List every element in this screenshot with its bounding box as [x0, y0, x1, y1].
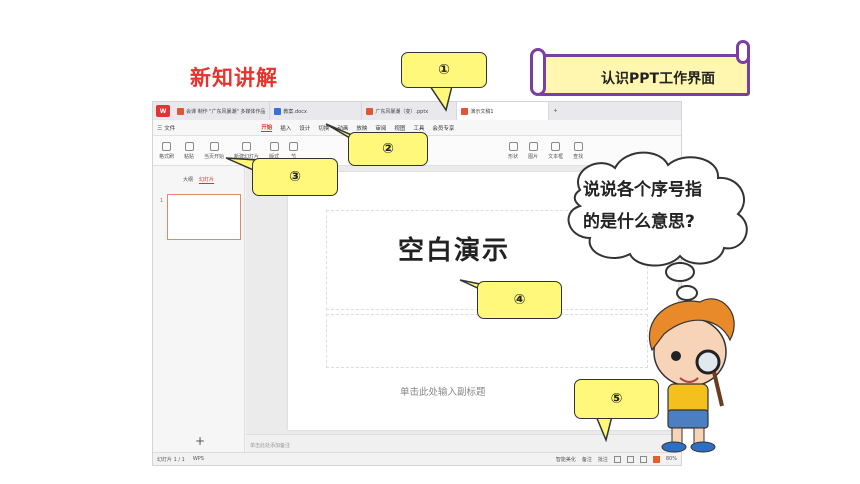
section-button[interactable]: 节 [289, 141, 299, 160]
theme-name: WPS [192, 456, 204, 462]
find-button[interactable]: 查找 [573, 141, 583, 160]
slide-heading: 新知讲解 [190, 66, 278, 90]
picture-icon [528, 141, 538, 151]
callout-4: ④ [477, 281, 562, 319]
menu-tools[interactable]: 工具 [413, 125, 425, 132]
wps-logo-icon[interactable]: W [156, 105, 170, 117]
thought-line-1: 说说各个序号指 [583, 180, 702, 200]
shape-button[interactable]: 形状 [508, 141, 518, 160]
layout-button[interactable]: 版式 [269, 141, 279, 160]
tab-label: 演示文稿1 [470, 108, 494, 115]
slide-title: 空白演示 [398, 236, 511, 266]
tab-outline[interactable]: 大纲 [183, 177, 194, 183]
tab-label: 广东风暴潮（变）.pptx [375, 108, 429, 115]
slide-subtitle: 单击此处输入副标题 [400, 387, 486, 398]
thought-line-2: 的是什么意思? [583, 212, 695, 232]
ppt-file-icon [461, 107, 469, 115]
new-slide-button[interactable]: 新建幻灯片 [234, 141, 259, 160]
start-from-current-button[interactable]: 当页开始 [204, 141, 224, 160]
callout-1: ① [401, 52, 487, 88]
play-icon [209, 141, 219, 151]
tab-doc-1[interactable]: 会课 制作 "广东风暴潮" 多媒体作品 [173, 102, 271, 120]
menu-home[interactable]: 开始 [261, 125, 273, 132]
search-icon [573, 141, 583, 151]
section-icon [289, 141, 299, 151]
picture-button[interactable]: 图片 [528, 141, 538, 160]
banner-body: 认识PPT工作界面 [538, 54, 750, 96]
reading-view-icon[interactable] [639, 455, 647, 463]
subtitle-placeholder[interactable] [326, 314, 648, 368]
callout-2: ② [348, 132, 428, 166]
menu-view[interactable]: 视图 [394, 125, 406, 132]
menu-animations[interactable]: 动画 [337, 125, 349, 132]
layout-icon [269, 141, 279, 151]
format-painter-button[interactable]: 格式刷 [159, 141, 174, 160]
menu-transitions[interactable]: 切换 [318, 125, 330, 132]
callout-3: ③ [252, 158, 338, 196]
callout-5: ⑤ [574, 379, 659, 419]
menu-review[interactable]: 审阅 [375, 125, 387, 132]
scroll-roll-right-icon [736, 40, 750, 64]
zoom-level[interactable]: 80% [665, 456, 677, 462]
menu-file[interactable]: 三 文件 [157, 125, 176, 132]
document-tabbar: W 会课 制作 "广东风暴潮" 多媒体作品 教案.docx 广东风暴潮（变）.p… [153, 102, 681, 120]
menu-slideshow[interactable]: 放映 [356, 125, 368, 132]
new-tab-button[interactable]: + [553, 108, 558, 114]
notes-button[interactable]: 备注 [581, 456, 592, 463]
add-slide-button[interactable]: + [195, 434, 206, 448]
slide-counter: 幻灯片 1 / 1 [157, 456, 185, 463]
ppt-file-icon [366, 107, 374, 115]
new-slide-icon [242, 141, 252, 151]
menu-insert[interactable]: 插入 [280, 125, 292, 132]
menu-member[interactable]: 会员专享 [432, 125, 455, 132]
tab-doc-3[interactable]: 广东风暴潮（变）.pptx [362, 102, 458, 120]
beautify-button[interactable]: 智能美化 [555, 456, 576, 463]
slide-thumbnail[interactable] [167, 194, 241, 240]
title-banner: 认识PPT工作界面 [528, 40, 754, 102]
slide-panel-tabs: 大纲 幻灯片 [153, 166, 244, 184]
comments-button[interactable]: 批注 [597, 456, 608, 463]
textbox-icon [551, 141, 561, 151]
tab-doc-4[interactable]: 演示文稿1 [457, 102, 550, 120]
play-slideshow-icon[interactable] [652, 455, 660, 463]
status-controls: 智能美化 备注 批注 80% [555, 455, 681, 463]
word-file-icon [274, 107, 282, 115]
sorter-view-icon[interactable] [626, 455, 634, 463]
normal-view-icon[interactable] [613, 455, 621, 463]
tab-doc-2[interactable]: 教案.docx [270, 102, 363, 120]
banner-text: 认识PPT工作界面 [601, 71, 716, 87]
scroll-roll-left-icon [530, 48, 546, 96]
tab-label: 会课 制作 "广东风暴潮" 多媒体作品 [186, 108, 266, 115]
brush-icon [162, 141, 171, 151]
paste-button[interactable]: 粘贴 [184, 141, 194, 160]
ppt-file-icon [177, 107, 184, 115]
tab-slides[interactable]: 幻灯片 [199, 177, 215, 184]
textbox-button[interactable]: 文本框 [548, 141, 563, 160]
slide-panel: 大纲 幻灯片 1 + [153, 166, 245, 454]
paste-icon [184, 141, 194, 151]
thumbnail-index: 1 [160, 198, 164, 204]
menu-design[interactable]: 设计 [299, 125, 311, 132]
thought-text: 说说各个序号指 的是什么意思? [583, 174, 773, 238]
status-bar: 幻灯片 1 / 1 WPS 智能美化 备注 批注 80% [153, 452, 681, 465]
shape-icon [508, 141, 518, 151]
tab-label: 教案.docx [283, 108, 307, 115]
notes-pane[interactable]: 单击此处添加备注 [246, 434, 681, 454]
